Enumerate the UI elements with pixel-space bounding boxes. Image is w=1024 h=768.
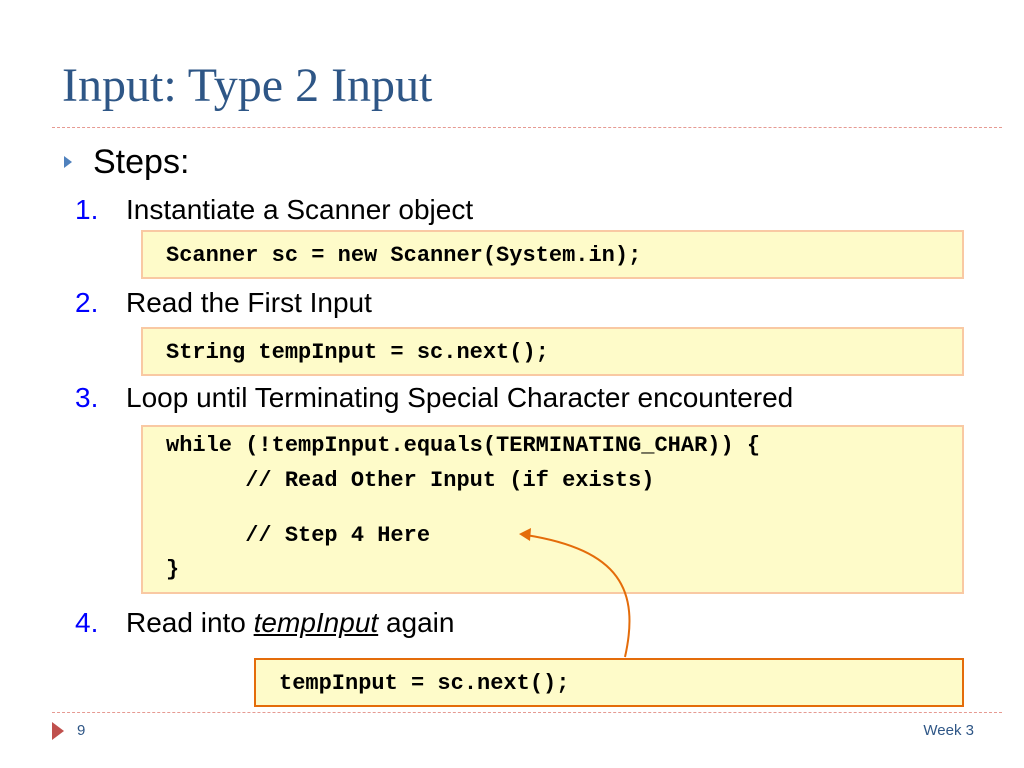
step-text-4-after: again bbox=[378, 607, 455, 638]
code-line: // Step 4 Here bbox=[166, 523, 431, 548]
footer-divider bbox=[52, 712, 1002, 713]
step-text-4-before: Read into bbox=[126, 607, 254, 638]
code-block-4 bbox=[254, 658, 964, 707]
code-line: Scanner sc = new Scanner(System.in); bbox=[166, 243, 642, 268]
step-text-4-emphasis: tempInput bbox=[253, 607, 379, 638]
step-text-1: Instantiate a Scanner object bbox=[126, 194, 474, 225]
code-block-1 bbox=[141, 230, 964, 279]
step-number-1: 1. bbox=[75, 194, 99, 225]
code-line: String tempInput = sc.next(); bbox=[166, 340, 549, 365]
footer-label: Week 3 bbox=[923, 722, 974, 739]
step-number-2: 2. bbox=[75, 287, 99, 318]
code-line: tempInput = sc.next(); bbox=[279, 671, 570, 696]
step-text-2: Read the First Input bbox=[126, 287, 372, 318]
slide-title: Input: Type 2 Input bbox=[62, 59, 433, 112]
step-text-4: Read into tempInput again bbox=[126, 609, 454, 637]
code-line: while (!tempInput.equals(TERMINATING_CHA… bbox=[166, 433, 761, 458]
code-line: // Read Other Input (if exists) bbox=[166, 468, 655, 493]
footer-triangle-icon bbox=[52, 722, 64, 740]
step-text-3: Loop until Terminating Special Character… bbox=[126, 382, 794, 413]
code-block-3 bbox=[141, 425, 964, 594]
steps-heading: Steps: bbox=[93, 143, 190, 181]
title-divider bbox=[52, 127, 1002, 128]
step-number-3: 3. bbox=[75, 382, 99, 413]
code-block-2 bbox=[141, 327, 964, 376]
step-number-4: 4. bbox=[75, 607, 99, 638]
bullet-triangle-icon bbox=[64, 156, 72, 168]
code-line: } bbox=[166, 557, 180, 582]
page-number: 9 bbox=[77, 722, 86, 739]
